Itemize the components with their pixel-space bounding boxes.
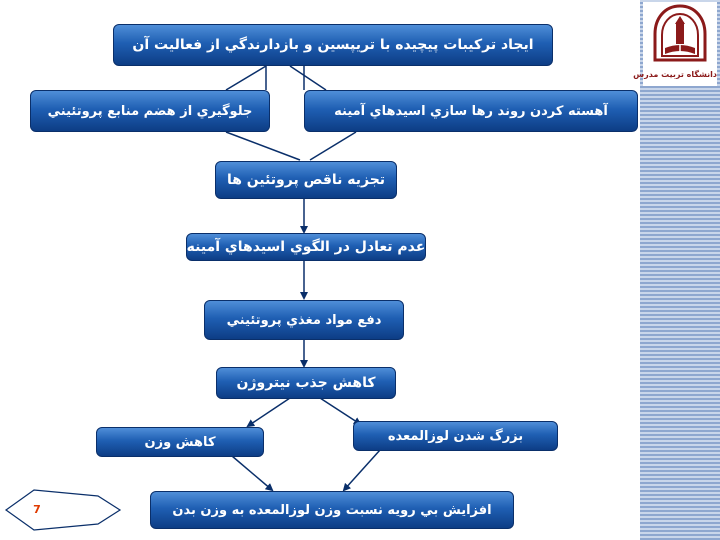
flow-box-top: ايجاد تركيبات پيچيده با تريپسين و بازدار…	[113, 24, 553, 66]
flow-box-step2-label: عدم تعادل در الگوي اسيدهاي آمينه	[186, 239, 426, 255]
flow-box-right-outcome: بزرگ شدن لوزالمعده	[353, 421, 558, 451]
flow-box-right-outcome-label: بزرگ شدن لوزالمعده	[387, 428, 524, 444]
flow-box-step3-label: دفع مواد مغذي پروتئيني	[226, 312, 382, 328]
university-logo: دانشگاه تربیت مدرس	[633, 2, 717, 86]
flow-box-step4-label: كاهش جذب نيتروژن	[236, 375, 376, 391]
logo-caption: دانشگاه تربیت مدرس	[633, 70, 717, 79]
flow-box-left-branch: جلوگيري از هضم منابع پروتئيني	[30, 90, 270, 132]
decorative-sidebar	[640, 0, 720, 540]
flow-box-right-branch: آهسته كردن روند رها سازي اسيدهاي آمينه	[304, 90, 638, 132]
page-number: 7	[33, 503, 41, 516]
flow-box-left-outcome-label: كاهش وزن	[144, 434, 216, 450]
flow-box-step2: عدم تعادل در الگوي اسيدهاي آمينه	[186, 233, 426, 261]
flow-box-step1: تجزيه ناقص پروتئين ها	[215, 161, 397, 199]
flow-box-top-label: ايجاد تركيبات پيچيده با تريپسين و بازدار…	[132, 37, 534, 53]
flow-box-right-branch-label: آهسته كردن روند رها سازي اسيدهاي آمينه	[334, 103, 608, 119]
flow-box-left-branch-label: جلوگيري از هضم منابع پروتئيني	[47, 103, 253, 119]
flow-box-step1-label: تجزيه ناقص پروتئين ها	[226, 172, 386, 188]
flow-box-step4: كاهش جذب نيتروژن	[216, 367, 396, 399]
flow-box-final: افزايش بي رويه نسبت وزن لوزالمعده به وزن…	[150, 491, 514, 529]
flow-box-left-outcome: كاهش وزن	[96, 427, 264, 457]
flow-box-step3: دفع مواد مغذي پروتئيني	[204, 300, 404, 340]
page-number-badge	[4, 489, 122, 531]
branch-gap	[270, 90, 304, 112]
university-emblem-icon	[653, 4, 707, 62]
flow-box-final-label: افزايش بي رويه نسبت وزن لوزالمعده به وزن…	[172, 502, 492, 518]
